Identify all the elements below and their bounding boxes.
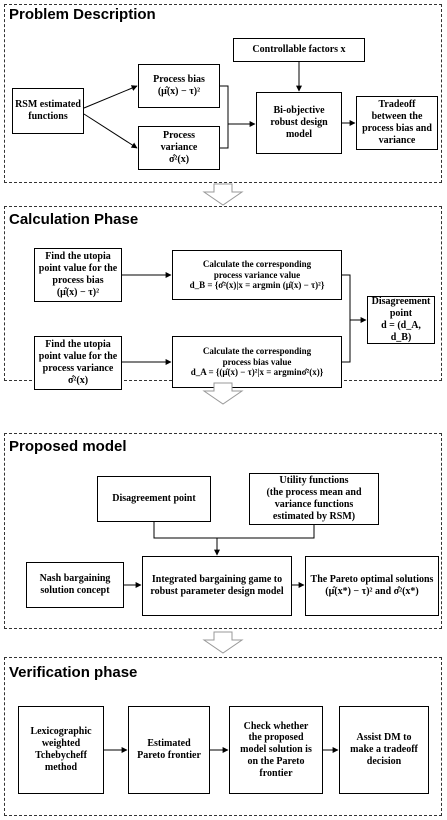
down-arrow-3 (202, 631, 244, 654)
problem-description-panel (4, 4, 442, 183)
p3-disagreement-point-box: Disagreement point (97, 476, 211, 522)
proposed-model-title: Proposed model (9, 438, 127, 455)
down-arrow-1 (202, 183, 244, 206)
verification-phase-title: Verification phase (9, 664, 138, 681)
process-bias-box: Process bias(μ̂(x) − τ)² (138, 64, 220, 108)
calculation-phase-title: Calculation Phase (9, 211, 139, 228)
verification-phase-panel (4, 657, 442, 816)
problem-description-title: Problem Description (9, 6, 156, 23)
pareto-optimal-box: The Pareto optimal solutions(μ̂(x*) − τ)… (305, 556, 439, 616)
controllable-factors-box: Controllable factors x (233, 38, 365, 62)
proposed-model-panel (4, 433, 442, 629)
